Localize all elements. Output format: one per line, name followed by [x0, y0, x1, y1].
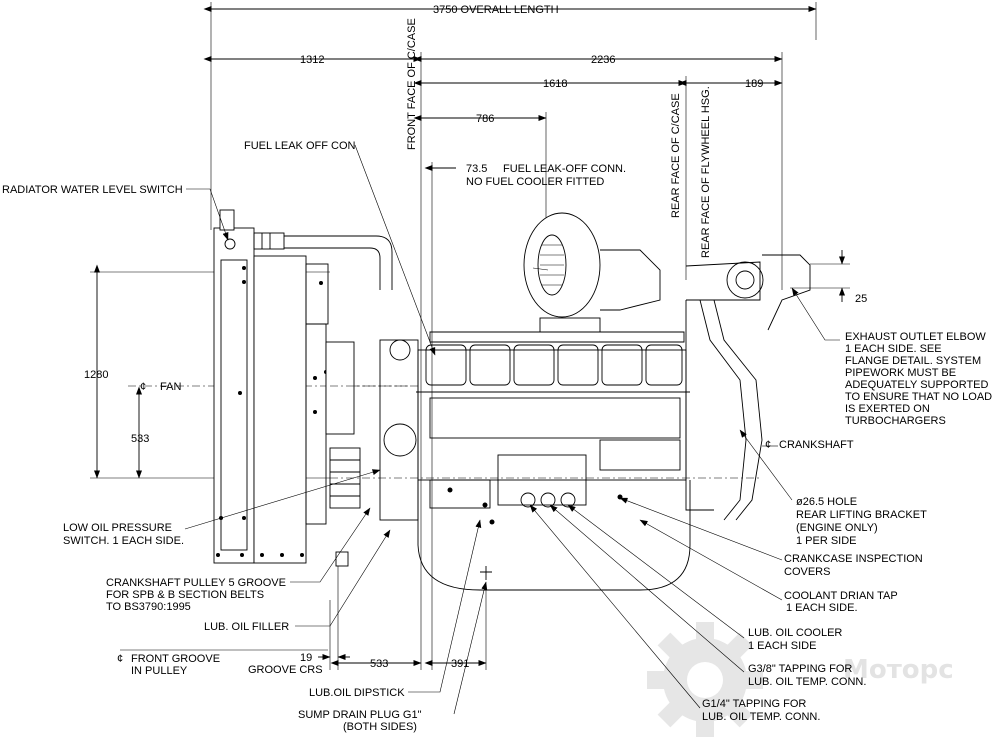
- callout-hole-line4: 1 PER SIDE: [796, 535, 857, 547]
- callout-front-groove-line1: FRONT GROOVE: [131, 653, 220, 665]
- callout-groove-crs: GROOVE CRS: [248, 664, 323, 676]
- dim-786: 786: [476, 113, 494, 125]
- callout-crankshaft: CRANKSHAFT: [779, 439, 854, 451]
- callout-pulley-line3: TO BS3790:1995: [106, 601, 191, 613]
- dim-73-5: 73.5: [466, 163, 487, 175]
- callout-g14-line1: G1/4" TAPPING FOR: [702, 698, 806, 710]
- radiator-core: [213, 227, 255, 564]
- centerline-symbol-groove: ¢: [117, 653, 123, 665]
- dim-1280: 1280: [84, 369, 108, 381]
- centerline-symbol-crankshaft: ¢: [765, 439, 771, 451]
- callout-fan: FAN: [160, 381, 181, 393]
- leader-lines: [120, 144, 840, 715]
- callout-pulley-line1: CRANKSHAFT PULLEY 5 GROOVE: [106, 577, 286, 589]
- callout-low-oil-pressure-line2: SWITCH. 1 EACH SIDE.: [63, 535, 184, 547]
- callout-lub-oil-dipstick: LUB.OIL DIPSTICK: [309, 687, 405, 699]
- callout-g14-line2: LUB. OIL TEMP. CONN.: [702, 711, 820, 723]
- callout-inspection-line1: CRANKCASE INSPECTION: [784, 553, 923, 565]
- dim-2236: 2236: [591, 54, 615, 66]
- callout-exhaust-line7: IS EXERTED ON: [845, 403, 930, 415]
- callout-exhaust-line5: ADEQUATELY SUPPORTED: [845, 379, 989, 391]
- callout-front-groove-line2: IN PULLEY: [131, 665, 188, 677]
- dim-1618: 1618: [543, 78, 567, 90]
- label-front-face-ccase: FRONT FACE OF C/CASE: [406, 18, 418, 150]
- dim-391: 391: [451, 658, 469, 670]
- callout-pulley-line2: FOR SPB & B SECTION BELTS: [106, 589, 264, 601]
- top-dimensions: 3750 OVERALL LENGTH 1312 2236 1618 189 7…: [203, 2, 817, 670]
- engine-outline: [213, 209, 811, 670]
- flange-dimension: 25: [790, 250, 867, 305]
- dim-19: 19: [300, 652, 312, 664]
- callout-exhaust-line1: EXHAUST OUTLET ELBOW: [845, 331, 986, 343]
- dim-533-horizontal: 533: [370, 658, 388, 670]
- dim-189: 189: [745, 78, 763, 90]
- label-rear-face-flywheel: REAR FACE OF FLYWHEEL HSG.: [700, 86, 712, 258]
- dim-533-vertical: 533: [131, 433, 149, 445]
- callout-exhaust-line8: TURBOCHARGERS: [845, 415, 946, 427]
- callout-coolant-line1: COOLANT DRIAN TAP: [784, 590, 898, 602]
- centerline-symbol-fan: ¢: [140, 381, 146, 393]
- callout-hole-line1: ø26.5 HOLE: [796, 496, 857, 508]
- dim-overall-length: 3750 OVERALL LENGTH: [433, 4, 559, 16]
- label-rear-face-ccase: REAR FACE OF C/CASE: [670, 93, 682, 218]
- callout-g38-line2: LUB. OIL TEMP. CONN.: [748, 676, 866, 688]
- bottom-dimensions: 19 GROOVE CRS 533 391: [248, 652, 487, 676]
- callout-fuel-leak-off-conn-line1: FUEL LEAK-OFF CONN.: [503, 163, 626, 175]
- callout-radiator-water-level-switch: RADIATOR WATER LEVEL SWITCH: [2, 184, 183, 196]
- watermark: Моторс: [647, 622, 954, 737]
- dim-25: 25: [855, 293, 867, 305]
- callout-hole-line2: REAR LIFTING BRACKET: [796, 509, 927, 521]
- callout-exhaust-line3: FLANGE DETAIL. SYSTEM: [845, 355, 981, 367]
- callout-hole-line3: (ENGINE ONLY): [796, 522, 878, 534]
- callout-exhaust-line6: TO ENSURE THAT NO LOAD: [845, 391, 992, 403]
- callout-fuel-leak-off-con: FUEL LEAK OFF CON: [244, 140, 356, 152]
- watermark-text: Моторс: [843, 655, 954, 685]
- callout-exhaust-line4: PIPEWORK MUST BE: [845, 367, 956, 379]
- dim-1312: 1312: [300, 54, 324, 66]
- gear-icon: [647, 622, 763, 737]
- callout-low-oil-pressure-line1: LOW OIL PRESSURE: [63, 522, 172, 534]
- callout-coolant-line2: 1 EACH SIDE.: [786, 602, 858, 614]
- callout-g38-line1: G3/8" TAPPING FOR: [748, 663, 852, 675]
- callout-inspection-line2: COVERS: [784, 566, 830, 578]
- callout-exhaust-line2: 1 EACH SIDE. SEE: [845, 343, 942, 355]
- callout-fuel-leak-off-conn-line2: NO FUEL COOLER FITTED: [466, 176, 604, 188]
- callout-oil-cooler-line1: LUB. OIL COOLER: [748, 627, 842, 639]
- callout-sump-drain-line2: (BOTH SIDES): [343, 721, 417, 733]
- callout-lub-oil-filler: LUB. OIL FILLER: [204, 621, 289, 633]
- callouts: FUEL LEAK OFF CON RADIATOR WATER LEVEL S…: [2, 140, 992, 733]
- callout-sump-drain-line1: SUMP DRAIN PLUG G1": [298, 709, 422, 721]
- radiator-frame: [253, 255, 307, 564]
- radiator-water-level-switch: [224, 238, 236, 250]
- callout-oil-cooler-line2: 1 EACH SIDE: [748, 640, 816, 652]
